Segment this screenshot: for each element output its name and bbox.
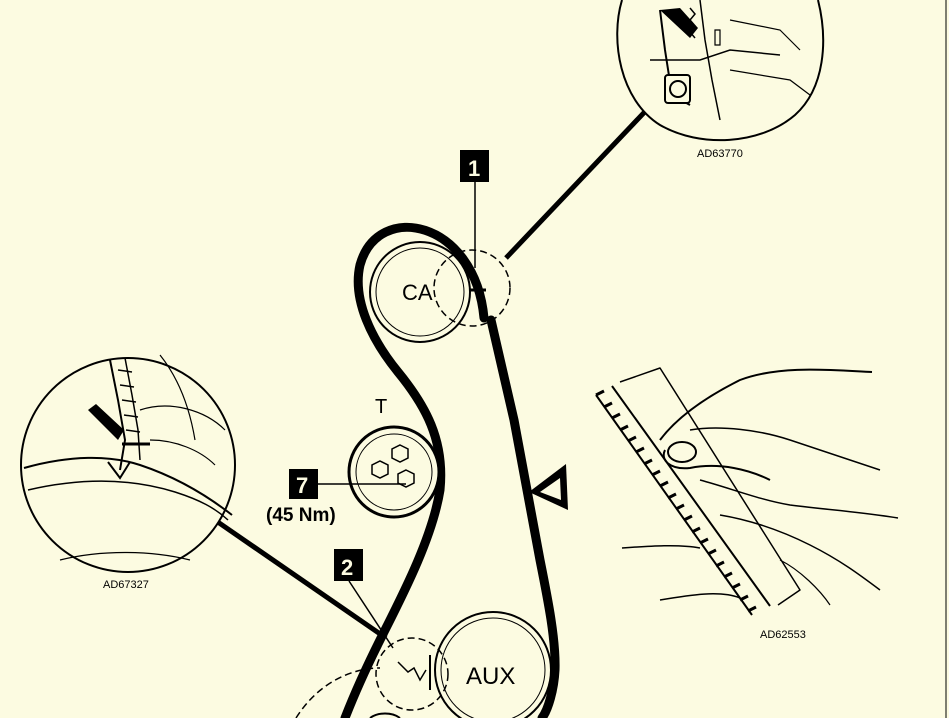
cam-detail-circle xyxy=(433,249,511,327)
figure-ref-top-right: AD63770 xyxy=(697,148,743,160)
tensioner-label: T xyxy=(375,396,387,418)
timing-belt xyxy=(340,222,560,718)
aux-pulley: AUX xyxy=(429,611,552,718)
detail-right xyxy=(595,367,899,616)
callout-7-number: 7 xyxy=(296,473,308,498)
figure-ref-left: AD67327 xyxy=(103,579,149,591)
aux-detail-circle xyxy=(375,637,449,711)
cam-pulley: CA xyxy=(369,241,486,343)
torque-spec: (45 Nm) xyxy=(266,505,336,526)
cam-pulley-label: CA xyxy=(402,280,433,305)
tensioner-pulley: T xyxy=(347,396,441,519)
aux-pulley-label: AUX xyxy=(466,663,515,690)
pointer-arrow-icon xyxy=(88,404,124,440)
callout-1: 1 xyxy=(460,150,489,268)
crank-pulley-outline xyxy=(295,667,381,718)
hex-bolt-icon xyxy=(391,444,409,463)
hex-nut-icon xyxy=(397,469,415,488)
detail-left: AD67327 xyxy=(20,354,388,641)
callout-2-number: 2 xyxy=(341,555,353,580)
figure-ref-right: AD62553 xyxy=(760,629,806,641)
pointer-arrow-icon xyxy=(660,8,698,38)
callout-7: 7 (45 Nm) xyxy=(266,469,406,526)
detail-top-right: AD63770 xyxy=(504,0,825,260)
hex-bolt-icon xyxy=(371,460,389,479)
callout-1-number: 1 xyxy=(468,156,480,181)
